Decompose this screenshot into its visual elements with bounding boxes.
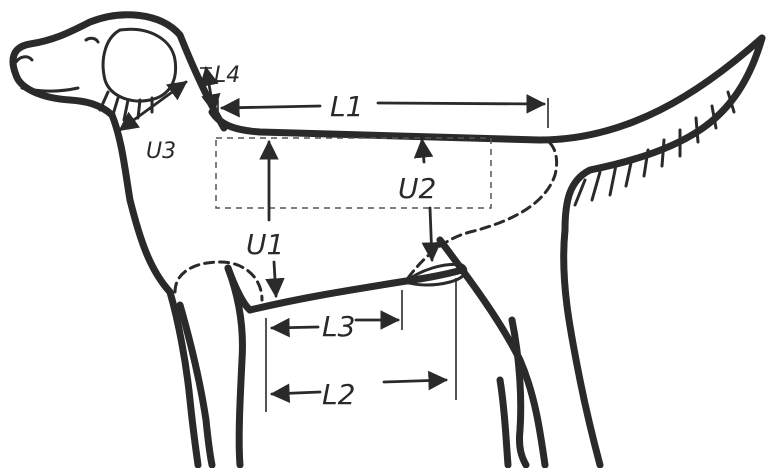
nose xyxy=(14,55,34,64)
label-U2: U2 xyxy=(398,172,436,205)
dog-hind-leg-inner-2 xyxy=(496,376,512,468)
mouth xyxy=(20,86,80,93)
dog-hind-leg-inner xyxy=(508,316,530,468)
eye xyxy=(84,36,100,44)
arrow-L4 xyxy=(199,66,221,114)
dog-front-leg-belly-join xyxy=(224,264,254,314)
arrow-U1-down xyxy=(265,260,285,298)
measurement-labels: L1 L4 U3 U1 U2 L3 L2 xyxy=(146,63,436,411)
label-U3: U3 xyxy=(146,139,176,164)
dog-flank-fold xyxy=(403,262,468,287)
dog-head-details xyxy=(14,27,178,122)
arrow-L3-left xyxy=(270,317,320,338)
arrow-L1-right xyxy=(376,94,546,114)
arrow-U2-down xyxy=(421,206,442,262)
label-L3: L3 xyxy=(322,310,355,343)
arrow-L2-right xyxy=(382,370,448,391)
ear xyxy=(101,27,178,103)
dog-hind-leg-back xyxy=(560,226,604,468)
arrow-L1-left xyxy=(220,97,322,118)
dog-back xyxy=(208,34,766,144)
measurement-arrows xyxy=(118,66,546,404)
label-L1: L1 xyxy=(330,90,363,123)
arrow-L2-left xyxy=(270,383,322,404)
dog-head-and-front xyxy=(9,11,228,296)
dog-front-leg-inner xyxy=(176,301,216,468)
arrow-U2-up xyxy=(413,138,434,164)
feather-strokes xyxy=(573,90,736,207)
label-L4: L4 xyxy=(214,63,240,88)
label-U1: U1 xyxy=(246,228,284,261)
dog-front-leg-back xyxy=(166,288,202,468)
dog-tail-underside xyxy=(561,34,766,234)
label-L2: L2 xyxy=(322,378,355,411)
arrow-U3 xyxy=(118,80,188,132)
garment-body-panel xyxy=(215,137,492,209)
dog-belly xyxy=(246,266,466,314)
tail-feathering xyxy=(573,90,736,207)
dog-outline xyxy=(9,11,766,468)
